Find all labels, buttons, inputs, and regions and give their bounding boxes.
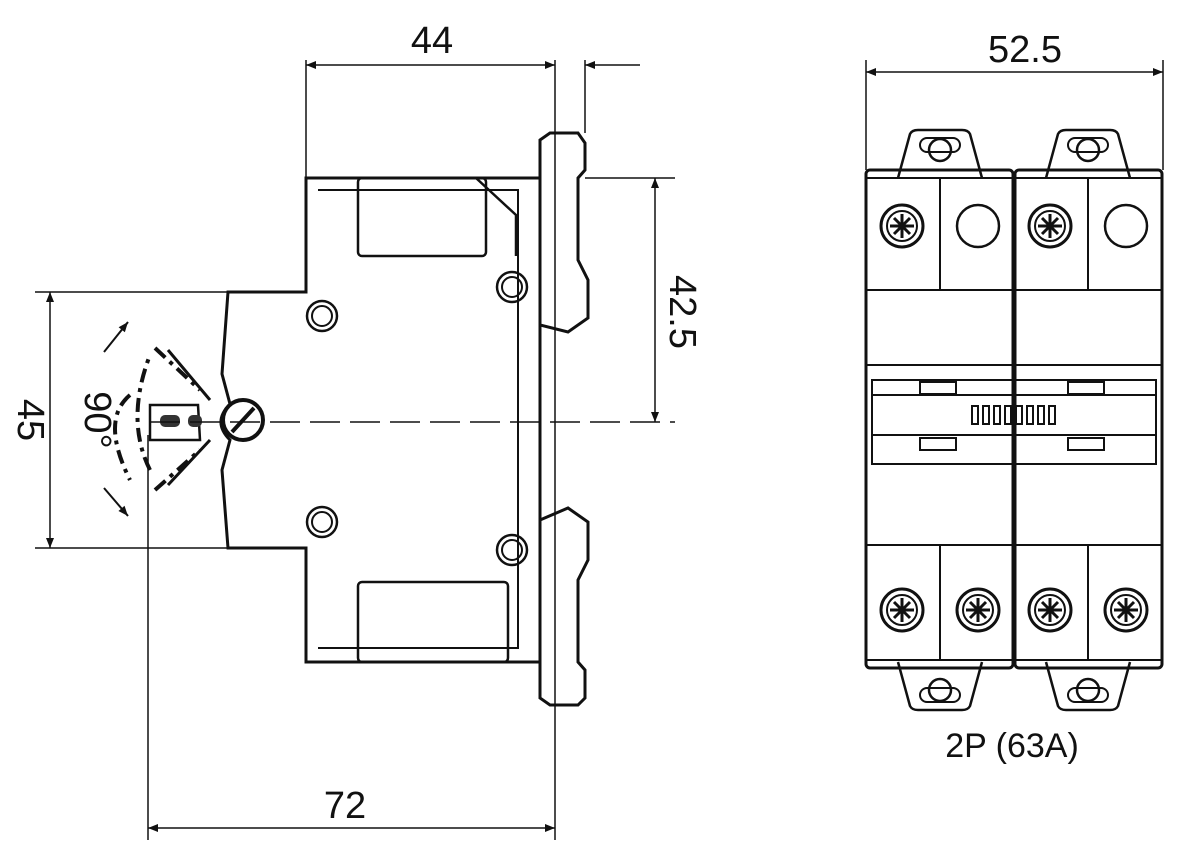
dim-42-5: 42.5 [661,275,703,349]
dim-52-5: 52.5 [988,29,1062,71]
front-dimensions [865,60,1164,170]
toggle-knob-icon [221,398,265,442]
angle-label: 90° [76,391,118,448]
front-view [864,128,1164,712]
dim-45: 45 [9,399,51,441]
side-dimensions [35,60,675,840]
model-label: 2P (63A) [945,727,1079,765]
side-view: 90° [76,131,590,707]
dim-72: 72 [324,785,366,827]
dim-44: 44 [411,20,453,62]
